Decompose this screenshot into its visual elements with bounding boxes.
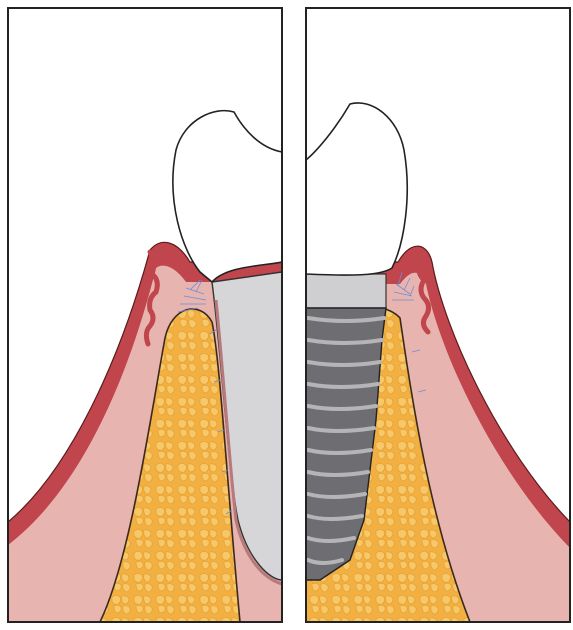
tooth-crown <box>173 111 282 282</box>
natural-tooth-panel <box>8 111 282 622</box>
implant-panel <box>306 103 570 622</box>
implant-crown <box>306 103 407 275</box>
implant-abutment <box>306 274 386 308</box>
